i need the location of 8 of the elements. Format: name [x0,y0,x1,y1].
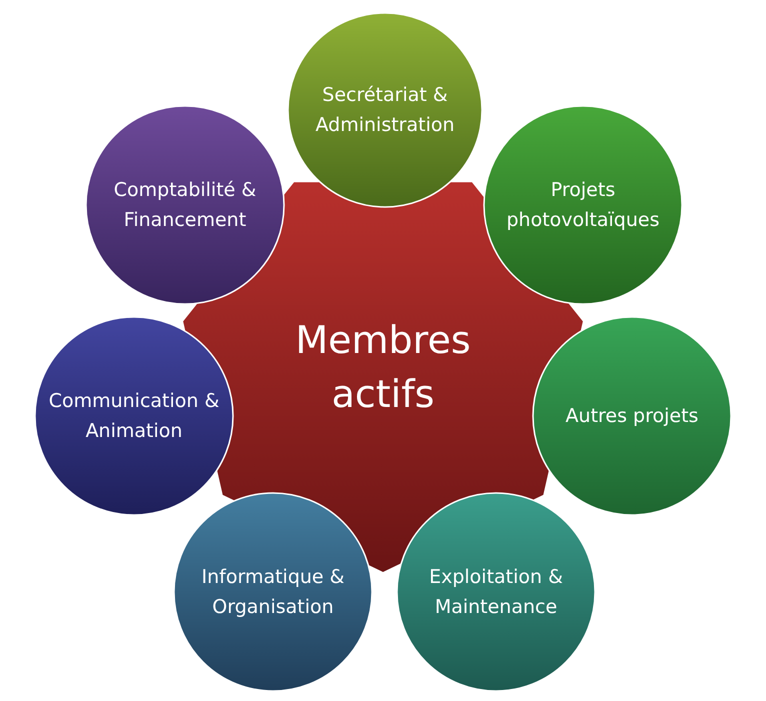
department-label: Exploitation & Maintenance [428,565,564,620]
department-label: Comptabilité & Financement [112,178,258,233]
department-label: Projets photovoltaïques [505,178,660,233]
department-label: Communication & Animation [48,389,220,444]
department-label: Informatique & Organisation [200,565,346,620]
department-label: Secrétariat & Administration [314,83,456,138]
department-label: Autres projets [564,404,700,429]
center-label: Membres actifs [294,317,472,418]
